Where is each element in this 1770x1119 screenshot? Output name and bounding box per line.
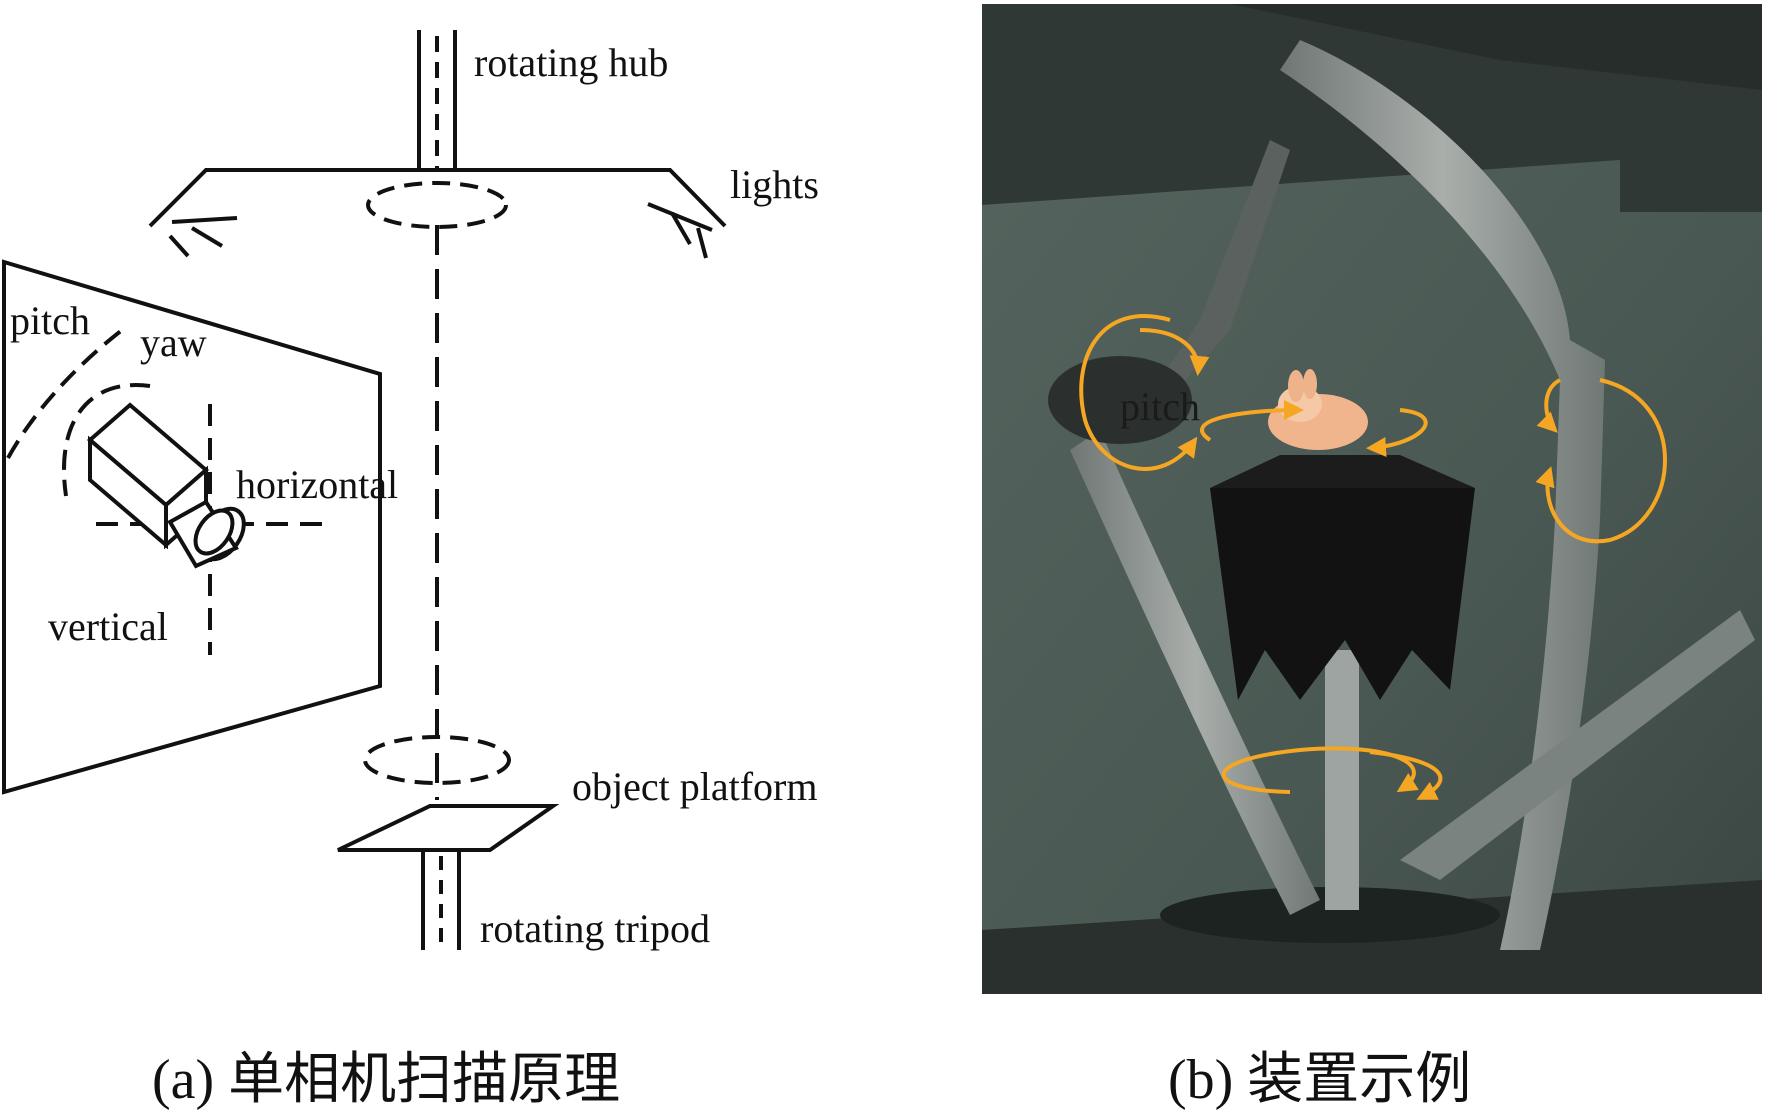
label-vertical: vertical	[48, 604, 168, 649]
label-rotating-tripod: rotating tripod	[480, 906, 710, 951]
yaw-arc	[62, 383, 151, 497]
label-yaw: yaw	[140, 320, 207, 365]
pitch-arc	[6, 328, 124, 459]
caption-b: (b) 装置示例	[1168, 1049, 1471, 1111]
rotating-tripod	[421, 850, 461, 950]
label-horizontal: horizontal	[236, 462, 398, 507]
schematic-labels: rotating hub lights pitch yaw horizontal…	[10, 40, 819, 951]
lights-bar	[148, 168, 727, 259]
label-pitch: pitch	[10, 298, 90, 343]
label-rotating-hub: rotating hub	[474, 40, 668, 85]
apparatus-photo	[982, 4, 1762, 994]
hub-rotation-ellipse	[366, 181, 508, 229]
rotating-hub-pole	[417, 30, 457, 168]
label-object-platform: object platform	[572, 764, 817, 809]
rotation-arrows	[1079, 314, 1667, 800]
tripod-rotation-ellipse	[363, 735, 511, 785]
camera-icon	[86, 402, 246, 569]
photo-label-pitch: pitch	[1120, 384, 1200, 429]
label-lights: lights	[730, 162, 819, 207]
object-platform	[337, 804, 560, 852]
caption-a: (a) 单相机扫描原理	[152, 1049, 620, 1111]
camera-board	[1, 259, 382, 795]
schematic-diagram	[1, 30, 727, 950]
